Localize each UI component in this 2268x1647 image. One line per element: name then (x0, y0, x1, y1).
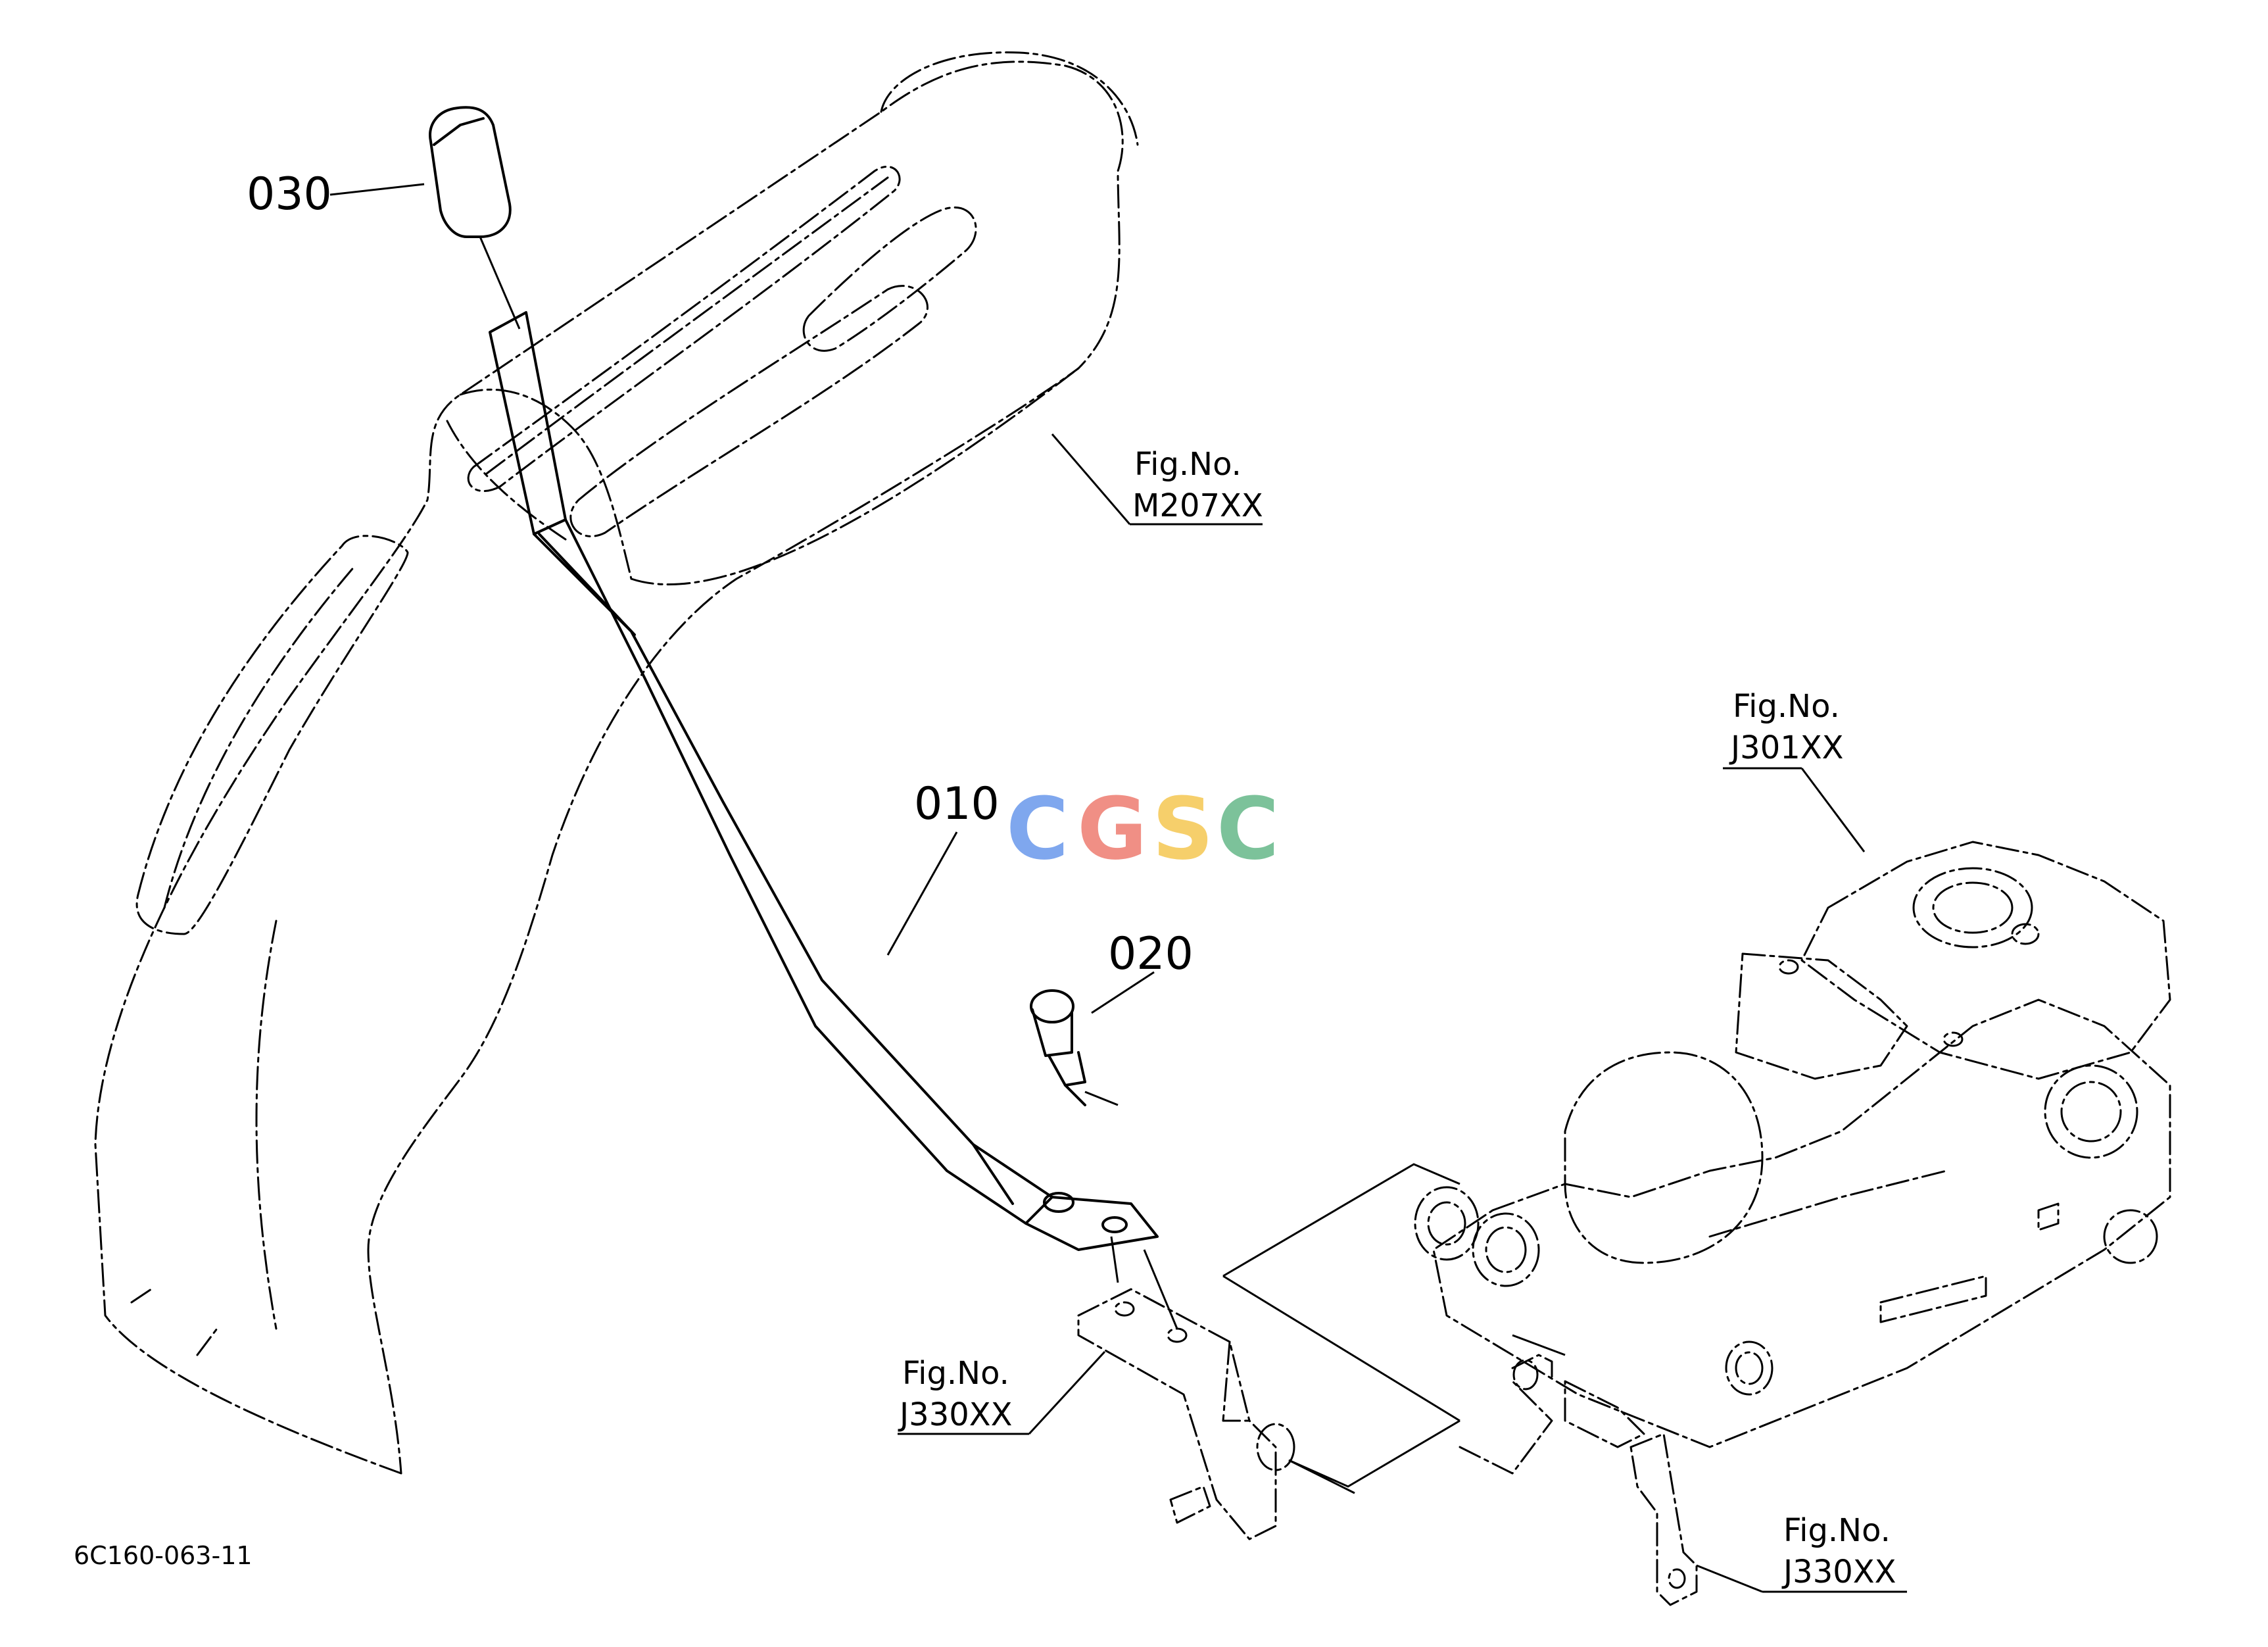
fig-ref-fender-number: M207XX (1132, 487, 1263, 524)
fig-ref-housing-caption: Fig.No. (1733, 688, 1840, 725)
bracket-right (1511, 1354, 1763, 1606)
watermark-letter-s: S (1152, 779, 1214, 879)
leader-lines (329, 183, 1907, 1593)
fig-ref-housing-number: J301XX (1729, 729, 1844, 766)
drawing-code: 6C160-063-11 (74, 1541, 253, 1570)
fender-outline (94, 51, 1139, 1475)
knob-030 (429, 106, 521, 330)
part-label-010: 010 (914, 778, 1000, 830)
fig-ref-fender-caption: Fig.No. (1134, 446, 1242, 483)
fig-ref-bracket-left-number: J330XX (898, 1396, 1013, 1433)
bracket-left (1077, 1236, 1355, 1540)
fig-ref-bracket-right-number: J330XX (1781, 1554, 1896, 1590)
watermark-letter-c1: C (1006, 779, 1069, 879)
watermark-logo: C G S C (1006, 779, 1279, 879)
bolt-020 (1030, 989, 1119, 1106)
part-label-020: 020 (1108, 928, 1194, 980)
watermark-letter-g: G (1077, 779, 1147, 879)
watermark-letter-c2: C (1217, 779, 1279, 879)
fig-ref-bracket-left-caption: Fig.No. (902, 1355, 1009, 1392)
fig-ref-bracket-right-caption: Fig.No. (1783, 1512, 1891, 1549)
part-label-030: 030 (247, 168, 332, 220)
hydraulic-housing (1414, 841, 2171, 1475)
lever-010 (489, 311, 1159, 1251)
